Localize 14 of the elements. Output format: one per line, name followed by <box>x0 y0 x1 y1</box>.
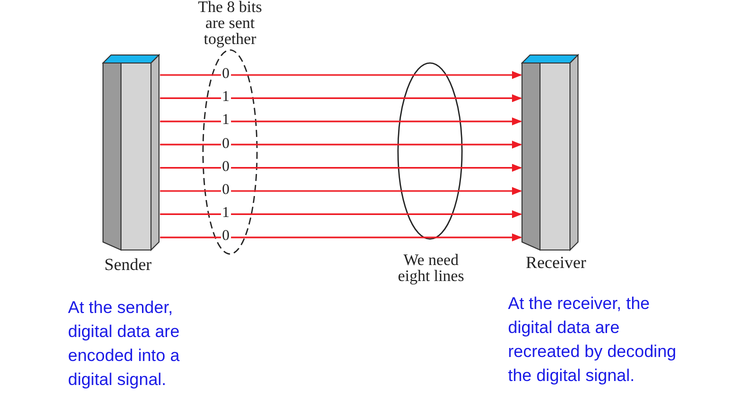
arrow <box>160 210 522 218</box>
note-text: We need eight lines <box>396 253 466 285</box>
node-label: Receiver <box>524 253 588 272</box>
arrow <box>160 140 522 149</box>
note-text: At the sender, digital data are encoded into a digital signal. <box>68 297 181 391</box>
node-label: Sender <box>103 255 153 274</box>
arrow <box>160 164 522 172</box>
arrow <box>160 117 522 126</box>
arrow <box>160 94 522 102</box>
arrow <box>160 233 522 242</box>
note-text: At the receiver, the digital data are recreated by decoding the digital signal. <box>508 293 678 387</box>
arrow <box>160 71 522 79</box>
arrow <box>160 187 522 195</box>
note-text: The 8 bits are sent together <box>197 0 263 48</box>
